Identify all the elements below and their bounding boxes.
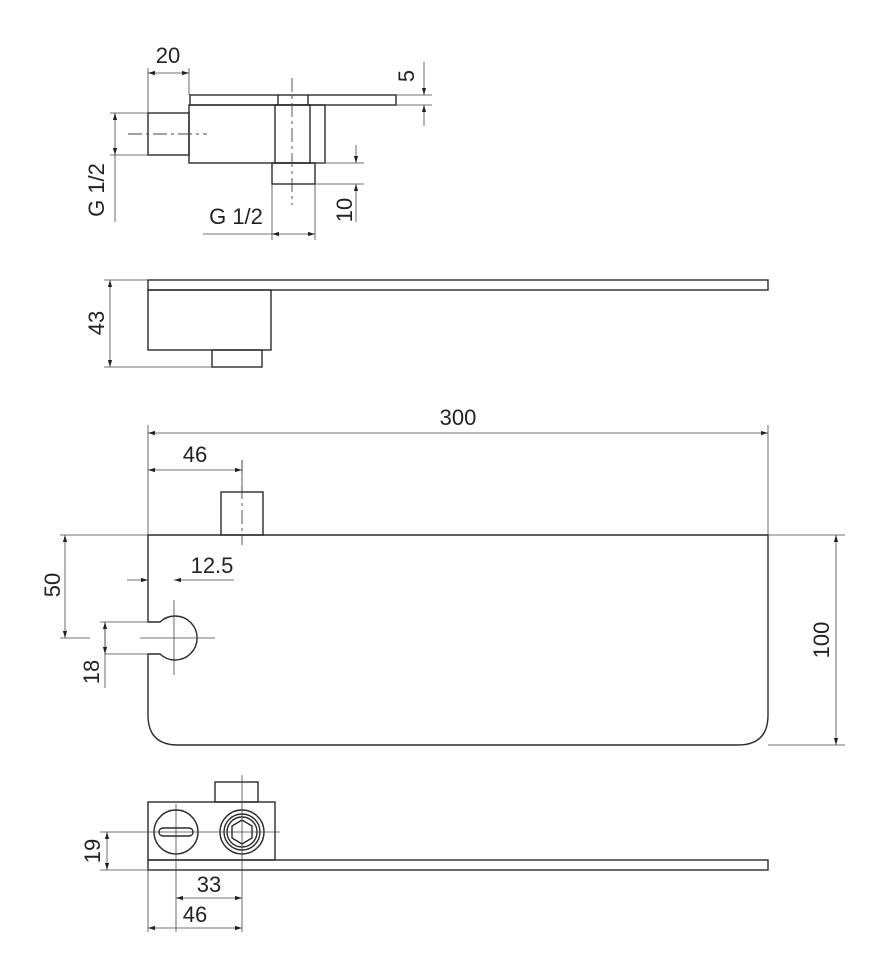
dim-43: 43 — [84, 311, 109, 335]
dim-g12-left: G 1/2 — [84, 163, 109, 217]
dim-19: 19 — [80, 839, 105, 863]
front-view: 43 — [84, 279, 769, 368]
end-view: 19 33 46 — [80, 775, 769, 932]
dim-46-end: 46 — [183, 902, 207, 927]
dim-50: 50 — [40, 573, 65, 597]
dim-18: 18 — [79, 660, 104, 684]
dim-20: 20 — [156, 43, 180, 68]
plan-view: 300 46 50 12.5 18 100 — [40, 405, 845, 746]
dim-5: 5 — [394, 70, 419, 82]
dim-12-5: 12.5 — [191, 553, 234, 578]
dim-46-plan: 46 — [183, 442, 207, 467]
dim-g12-bottom: G 1/2 — [209, 204, 263, 229]
dim-300: 300 — [440, 405, 477, 430]
dim-33: 33 — [197, 872, 221, 897]
side-view-top: 20 5 G 1/2 10 G 1/2 — [84, 43, 432, 240]
dim-100: 100 — [809, 622, 834, 659]
dim-10: 10 — [332, 198, 357, 222]
